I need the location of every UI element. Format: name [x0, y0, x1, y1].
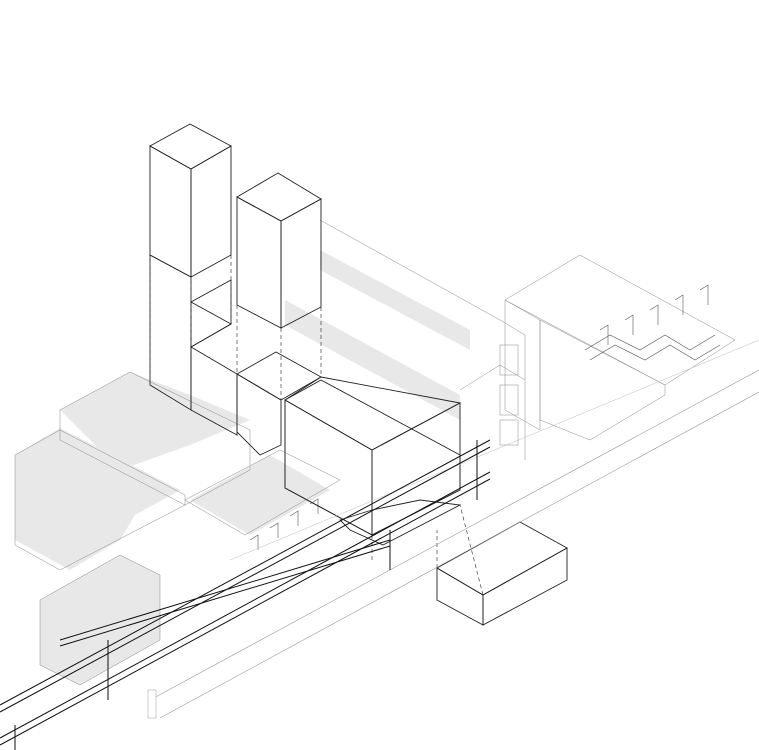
proposed-tower-right	[236, 172, 322, 329]
projection-lines	[149, 255, 484, 596]
street-lines	[147, 339, 759, 719]
balcony-railings	[249, 284, 721, 550]
overhead-wires	[0, 439, 491, 750]
proposed-low-block	[436, 521, 568, 626]
context-buildings	[14, 219, 736, 686]
proposed-tower-left	[149, 123, 232, 278]
context-shadows	[15, 250, 470, 685]
